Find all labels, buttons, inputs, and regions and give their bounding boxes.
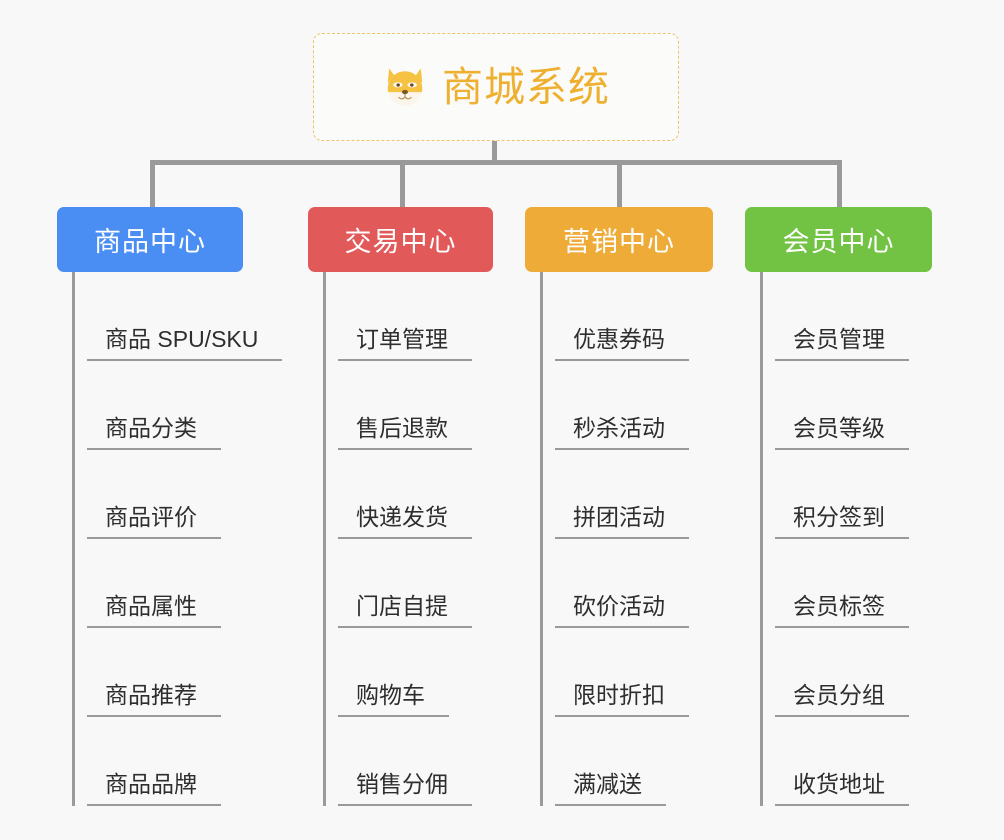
connector-drop-trade-center [400,160,405,207]
leaf-item[interactable]: 商品分类 [75,361,282,450]
connector-drop-member-center [837,160,842,207]
leaf-label: 商品品牌 [87,771,221,806]
category-label: 商品中心 [94,227,206,257]
connector-drop-marketing-center [617,160,622,207]
leaf-item[interactable]: 商品推荐 [75,628,282,717]
root-title: 商城系统 [442,63,610,110]
category-node-product-center[interactable]: 商品中心 [57,207,243,272]
category-node-trade-center[interactable]: 交易中心 [308,207,493,272]
leaf-label: 拼团活动 [555,504,689,539]
branch-trade-center: 交易中心 订单管理 售后退款 快递发货 门店自提 购物车 销售分佣 [308,207,493,806]
leaf-item[interactable]: 商品评价 [75,450,282,539]
leaf-label: 会员标签 [775,593,909,628]
leaf-list-marketing-center: 优惠券码 秒杀活动 拼团活动 砍价活动 限时折扣 满减送 [540,272,713,806]
leaf-label: 销售分佣 [338,771,472,806]
leaf-label: 秒杀活动 [555,415,689,450]
leaf-item[interactable]: 售后退款 [326,361,493,450]
leaf-item[interactable]: 会员管理 [763,272,932,361]
leaf-item[interactable]: 会员标签 [763,539,932,628]
leaf-label: 门店自提 [338,593,472,628]
leaf-label: 优惠券码 [555,326,689,361]
connector-horizontal-bar [150,160,842,165]
category-label: 交易中心 [344,227,457,257]
connector-drop-product-center [150,160,155,207]
leaf-label: 商品 SPU/SKU [87,326,283,361]
leaf-label: 订单管理 [338,326,472,361]
leaf-item[interactable]: 秒杀活动 [543,361,713,450]
category-label: 会员中心 [782,227,895,257]
leaf-item[interactable]: 积分签到 [763,450,932,539]
leaf-item[interactable]: 砍价活动 [543,539,713,628]
leaf-item[interactable]: 订单管理 [326,272,493,361]
leaf-item[interactable]: 购物车 [326,628,493,717]
leaf-item[interactable]: 限时折扣 [543,628,713,717]
leaf-label: 商品推荐 [87,682,221,717]
leaf-item[interactable]: 快递发货 [326,450,493,539]
leaf-label: 商品属性 [87,593,221,628]
leaf-label: 商品分类 [87,415,221,450]
branch-product-center: 商品中心 商品 SPU/SKU 商品分类 商品评价 商品属性 商品推荐 商品品牌 [57,207,283,806]
category-node-member-center[interactable]: 会员中心 [745,207,932,272]
leaf-label: 砍价活动 [555,593,689,628]
leaf-label: 会员分组 [775,682,909,717]
connector-root-stem [492,141,497,163]
leaf-label: 收货地址 [775,771,909,806]
leaf-label: 购物车 [338,682,449,717]
branch-member-center: 会员中心 会员管理 会员等级 积分签到 会员标签 会员分组 收货地址 [745,207,932,806]
leaf-label: 快递发货 [338,504,472,539]
leaf-label: 积分签到 [775,504,909,539]
branch-marketing-center: 营销中心 优惠券码 秒杀活动 拼团活动 砍价活动 限时折扣 满减送 [525,207,713,806]
root-node[interactable]: 商城系统 [313,33,679,141]
leaf-item[interactable]: 商品品牌 [75,717,282,806]
leaf-list-member-center: 会员管理 会员等级 积分签到 会员标签 会员分组 收货地址 [760,272,932,806]
leaf-item[interactable]: 商品属性 [75,539,282,628]
category-node-marketing-center[interactable]: 营销中心 [525,207,713,272]
leaf-item[interactable]: 拼团活动 [543,450,713,539]
shiba-dog-face-icon [387,68,423,106]
leaf-label: 满减送 [555,771,666,806]
leaf-item[interactable]: 门店自提 [326,539,493,628]
leaf-label: 会员等级 [775,415,909,450]
leaf-item[interactable]: 商品 SPU/SKU [75,272,283,361]
leaf-item[interactable]: 会员分组 [763,628,932,717]
leaf-item[interactable]: 满减送 [543,717,713,806]
leaf-item[interactable]: 会员等级 [763,361,932,450]
leaf-item[interactable]: 收货地址 [763,717,932,806]
leaf-label: 会员管理 [775,326,909,361]
leaf-item[interactable]: 销售分佣 [326,717,493,806]
leaf-label: 售后退款 [338,415,472,450]
leaf-list-trade-center: 订单管理 售后退款 快递发货 门店自提 购物车 销售分佣 [323,272,493,806]
leaf-label: 商品评价 [87,504,221,539]
leaf-list-product-center: 商品 SPU/SKU 商品分类 商品评价 商品属性 商品推荐 商品品牌 [72,272,283,806]
leaf-item[interactable]: 优惠券码 [543,272,713,361]
leaf-label: 限时折扣 [555,682,689,717]
category-label: 营销中心 [563,227,675,257]
